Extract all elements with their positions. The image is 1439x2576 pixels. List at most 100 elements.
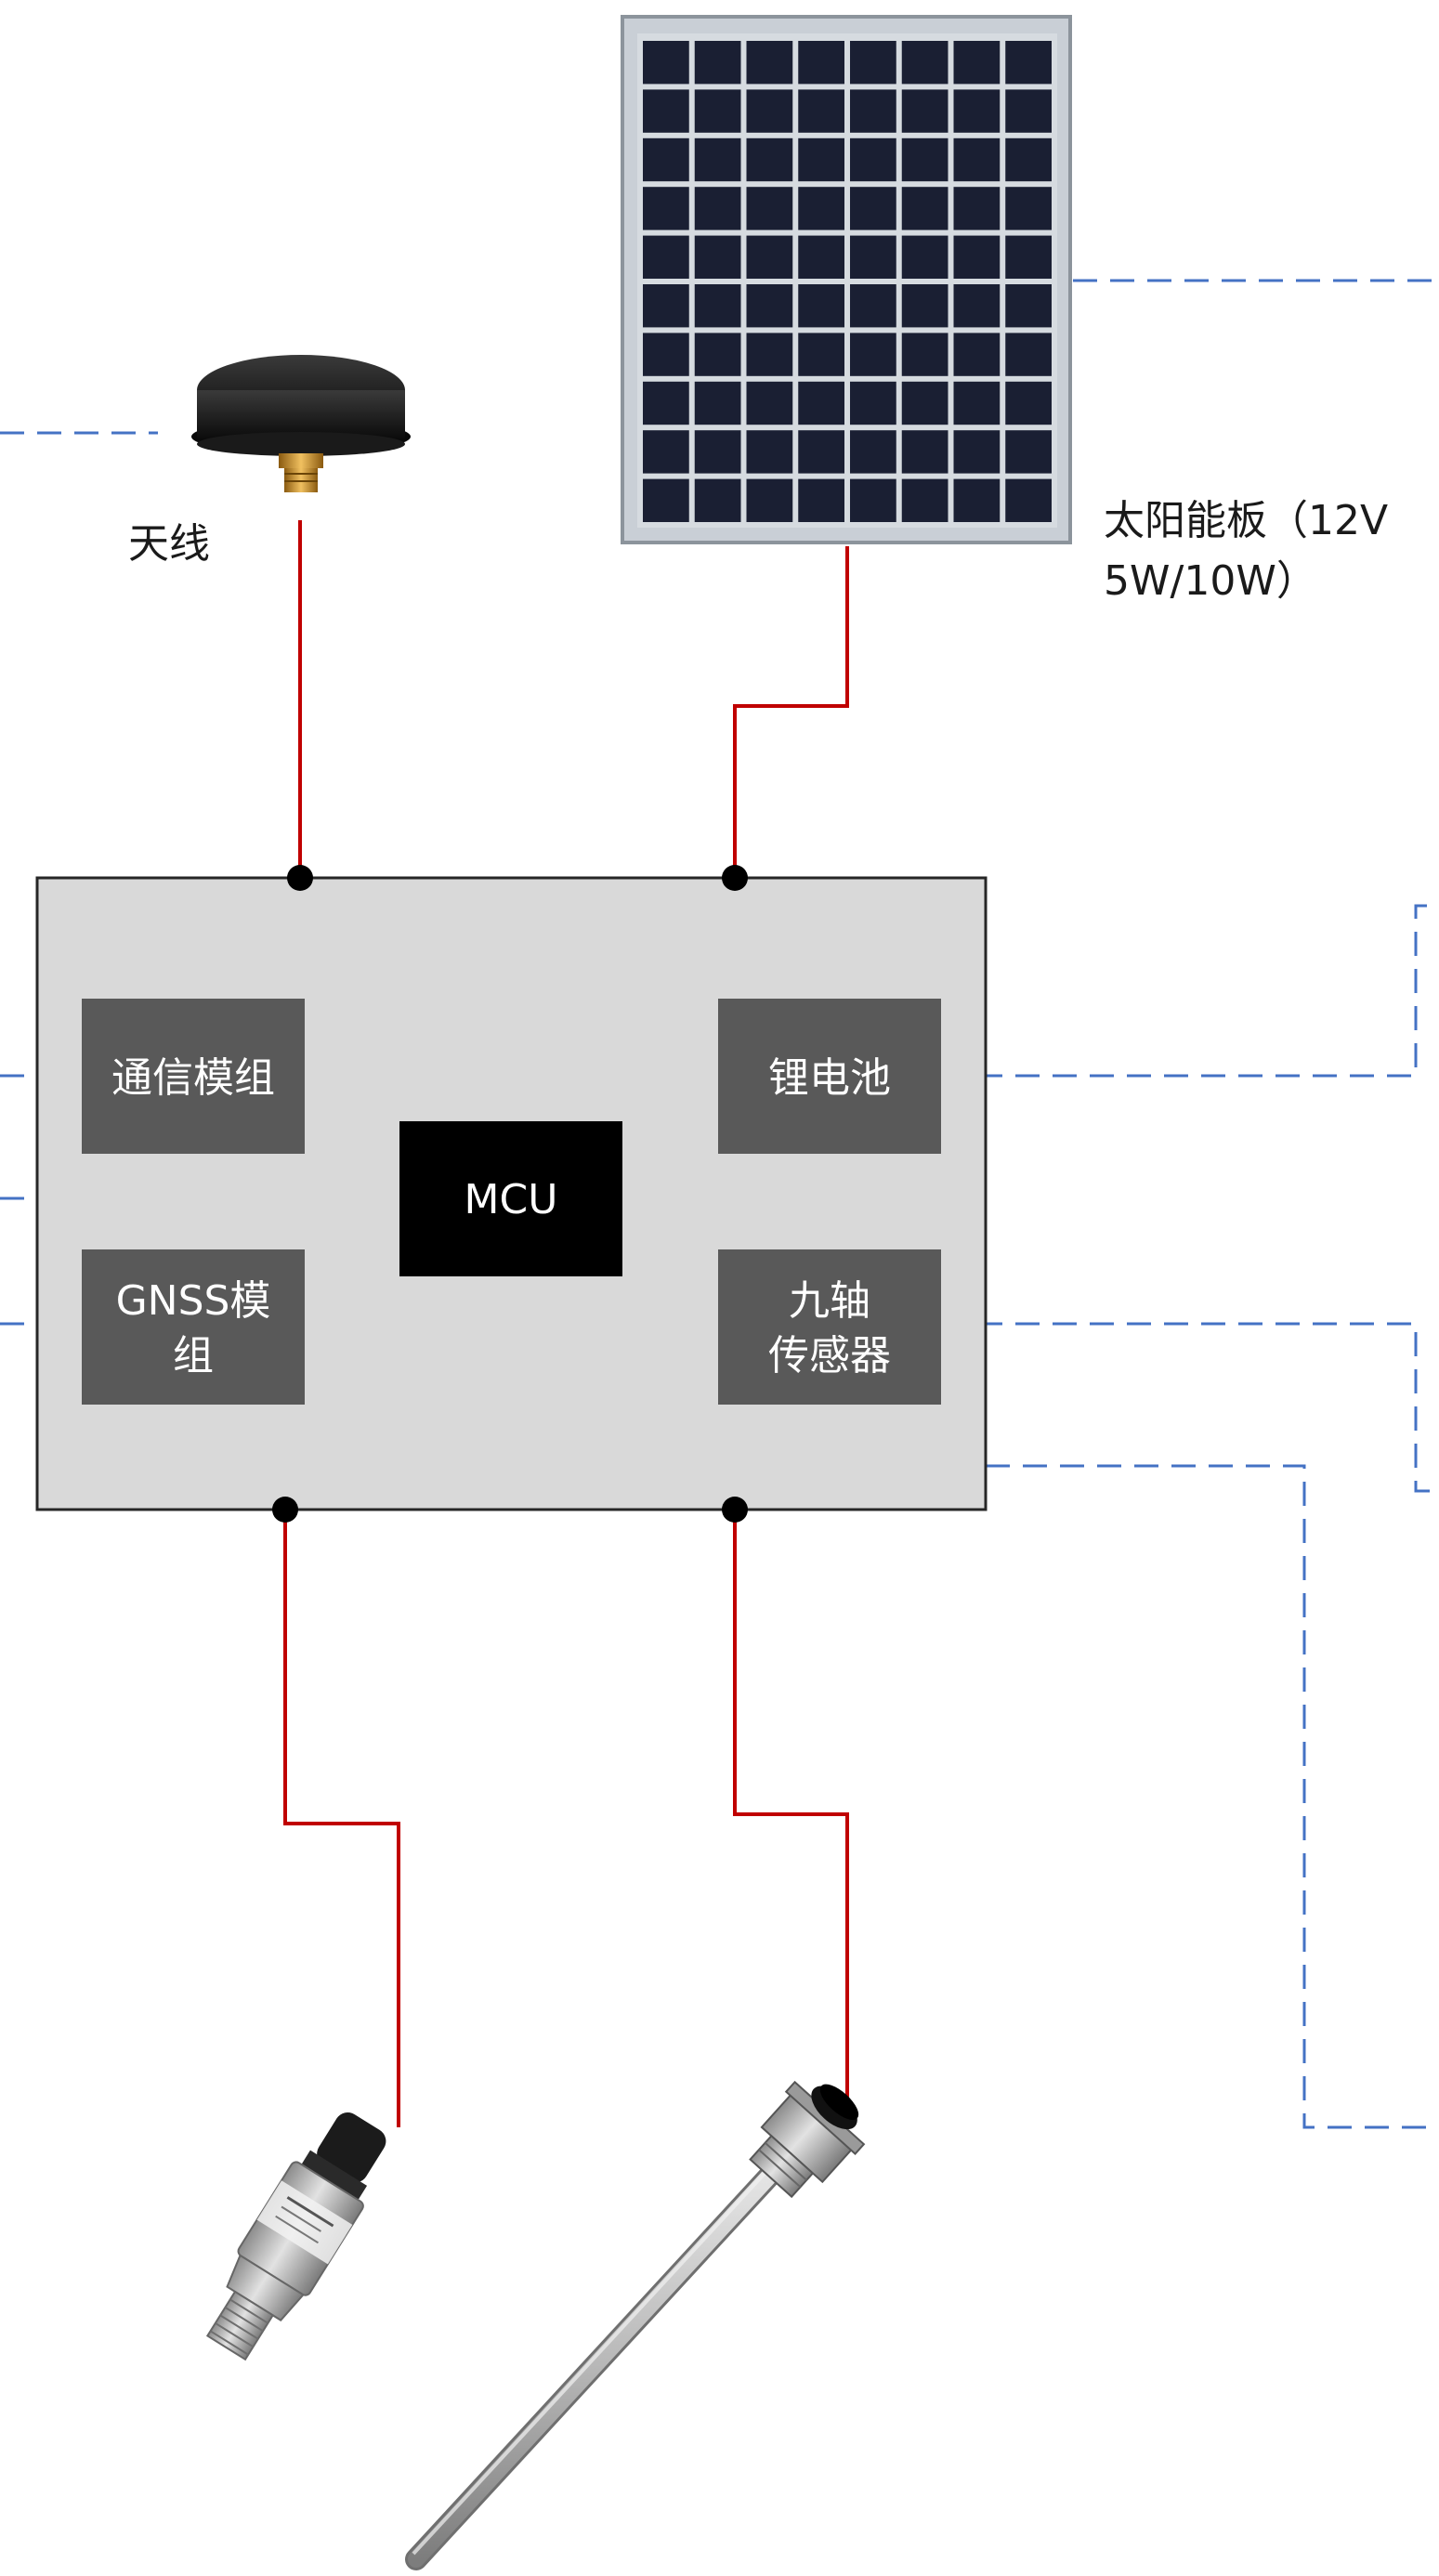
solar-cell (746, 430, 793, 474)
solar-cell (850, 284, 896, 328)
gnss-module-label-line2: 组 (173, 1332, 214, 1380)
temperature-probe-icon (405, 2080, 866, 2570)
gnss-module-label-line1: GNSS模 (116, 1277, 271, 1325)
solar-cell (694, 89, 741, 133)
solar-cell (1005, 430, 1052, 474)
comm-module-label: 通信模组 (111, 1054, 275, 1102)
solar-cell (746, 41, 793, 85)
solar-cell (798, 333, 844, 376)
solar-cell (850, 478, 896, 522)
solar-cell (694, 430, 741, 474)
solar-cell (901, 235, 948, 279)
solar-cell (850, 381, 896, 425)
solar-cell (850, 430, 896, 474)
device-signal-line (986, 1464, 1439, 2129)
solar-cell (798, 137, 844, 182)
solar-cell (746, 137, 793, 182)
solar-cell (953, 235, 1001, 279)
solar-cell (746, 89, 793, 133)
solar-cell (1005, 381, 1052, 425)
solar-cell (1005, 187, 1052, 230)
solar-cell (694, 235, 741, 279)
solar-cell (901, 187, 948, 230)
solar-cell (643, 381, 689, 425)
solar-cell (901, 89, 948, 133)
solar-cell (901, 41, 948, 85)
solar-cell (746, 333, 793, 376)
solar-cell (643, 235, 689, 279)
solar-cell (901, 333, 948, 376)
solar-label-line2: 5W/10W） (1104, 557, 1317, 605)
solar-cell (850, 41, 896, 85)
probe-connector-dot (722, 1497, 748, 1523)
solar-cell (746, 478, 793, 522)
solar-cell (901, 478, 948, 522)
solar-label-line1: 太阳能板（12V (1104, 497, 1388, 544)
mcu-module-label: MCU (464, 1176, 558, 1223)
solar-connector-dot (722, 865, 748, 891)
solar-cell (850, 187, 896, 230)
solar-cell (901, 381, 948, 425)
solar-cell (746, 381, 793, 425)
solar-cell (643, 41, 689, 85)
solar-cell (694, 137, 741, 182)
solar-wire (733, 546, 849, 878)
solar-cell (953, 381, 1001, 425)
solar-cell (953, 89, 1001, 133)
solar-cell (1005, 89, 1052, 133)
solar-cell (953, 333, 1001, 376)
solar-cell (798, 430, 844, 474)
solar-cell (953, 41, 1001, 85)
connection-dots (272, 865, 748, 1523)
mcu-module: MCU (399, 1121, 622, 1276)
solar-cell (643, 478, 689, 522)
imu-module: 九轴 传感器 (718, 1249, 941, 1405)
solar-cell (643, 137, 689, 182)
solar-cell (694, 284, 741, 328)
pressure-sensor-icon (205, 2112, 386, 2361)
solar-cell (798, 187, 844, 230)
pressure-connector-dot (272, 1497, 298, 1523)
solar-cell (746, 187, 793, 230)
solar-cell (953, 187, 1001, 230)
antenna-connector-dot (287, 865, 313, 891)
imu-module-label-line1: 九轴 (789, 1277, 870, 1325)
solar-cell (694, 381, 741, 425)
solar-cell (643, 284, 689, 328)
solar-cell (694, 478, 741, 522)
temperature-probe-wire (733, 1510, 849, 2101)
solar-cell (1005, 137, 1052, 182)
comm-module: 通信模组 (82, 999, 305, 1154)
solar-cell (1005, 235, 1052, 279)
solar-panel-icon (621, 15, 1072, 544)
solar-cell (643, 430, 689, 474)
solar-cell (798, 381, 844, 425)
imu-signal-line (941, 1322, 1439, 1493)
solar-cell (850, 89, 896, 133)
antenna-icon (191, 355, 411, 492)
solar-cell-grid (643, 41, 1052, 522)
solar-cell (746, 235, 793, 279)
solar-cell (798, 235, 844, 279)
solar-cell (850, 333, 896, 376)
battery-signal-line (941, 904, 1439, 1078)
solar-cell (798, 284, 844, 328)
solar-cell (694, 187, 741, 230)
imu-module-label-line2: 传感器 (768, 1332, 891, 1380)
solar-cell (901, 430, 948, 474)
solar-cell (953, 137, 1001, 182)
solar-cell (1005, 284, 1052, 328)
pressure-sensor-wire (283, 1510, 400, 2127)
solar-cell (643, 333, 689, 376)
power-wires (283, 520, 849, 2127)
battery-module: 锂电池 (718, 999, 941, 1154)
solar-cell (850, 235, 896, 279)
solar-cell (953, 284, 1001, 328)
antenna-label: 天线 (128, 520, 210, 568)
gnss-module: GNSS模 组 (82, 1249, 305, 1405)
solar-cell (1005, 478, 1052, 522)
solar-cell (953, 430, 1001, 474)
solar-cell (643, 187, 689, 230)
solar-cell (953, 478, 1001, 522)
